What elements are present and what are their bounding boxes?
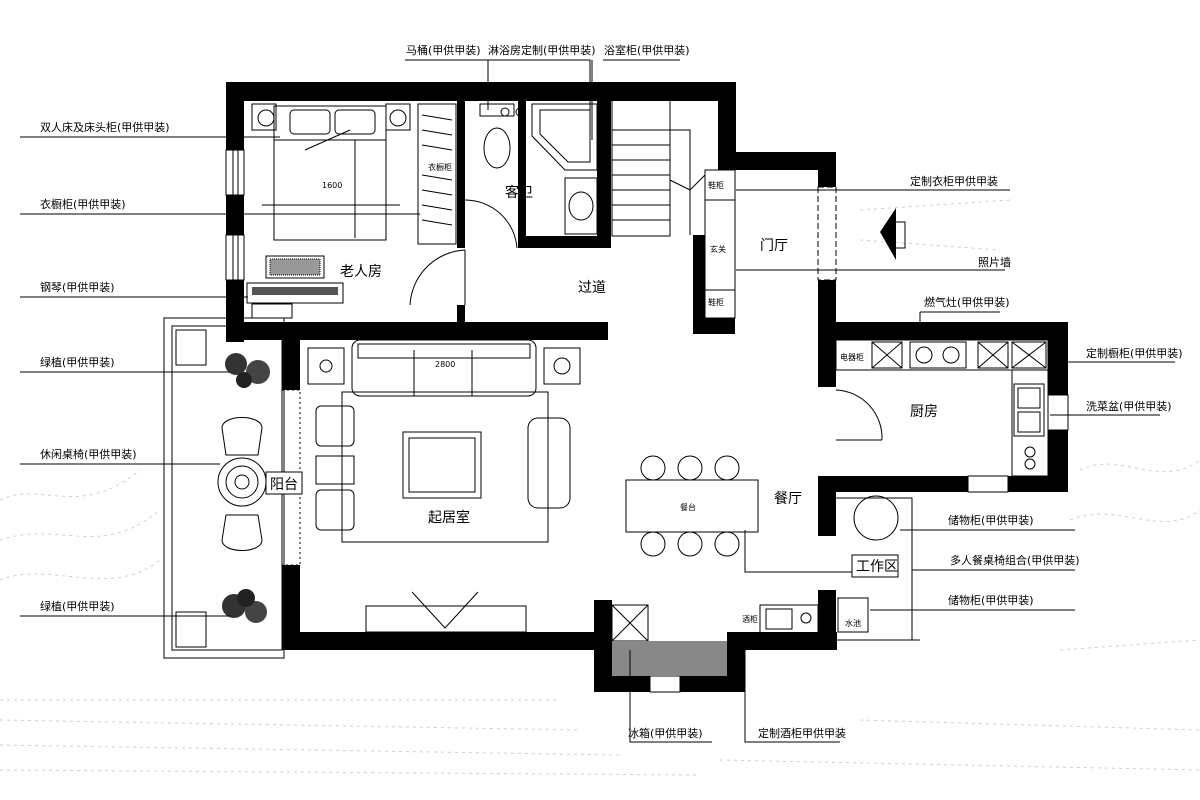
callout-wardrobe: 衣橱柜(甲供甲装) [40,197,126,211]
callout-storage-1: 储物柜(甲供甲装) [948,513,1034,527]
callout-bath-cabinet: 浴室柜(甲供甲装) [604,43,690,57]
callout-fridge: 冰箱(甲供甲装) [628,726,703,740]
entrance-arrow-icon [880,208,906,260]
callout-sink: 洗菜盆(甲供甲装) [1086,399,1172,413]
wine-label: 酒柜 [742,614,758,624]
bath-basin [564,177,598,235]
coffee-table [402,431,482,499]
room-elder-room: 老人房 [340,264,382,280]
room-corridor: 过道 [578,280,606,296]
entrance-label: 玄关 [710,244,726,254]
stove-icon [909,341,967,369]
callout-custom-wardrobe: 定制衣柜甲供甲装 [910,174,998,188]
callout-photo-wall: 照片墙 [978,255,1011,269]
staircase [611,99,706,237]
shoe-cabinet [704,169,736,319]
electric-box-label: 电器柜 [840,352,864,362]
background-hatching [0,199,1200,776]
room-foyer: 门厅 [760,238,788,254]
sofa [351,339,537,397]
room-guest-bath: 客卫 [505,184,533,201]
callout-storage-2: 储物柜(甲供甲装) [948,593,1034,607]
plant-top-icon [225,353,270,388]
callout-texts: 马桶(甲供甲装) 淋浴房定制(甲供甲装) 浴室柜(甲供甲装) 双人床及床头柜(甲… [40,43,1183,740]
callout-dining-set: 多人餐桌椅组合(甲供甲装) [950,553,1080,567]
bed-width-label: 1600 [322,181,342,190]
living-rug [341,391,549,543]
callout-custom-cabinet: 定制橱柜(甲供甲装) [1086,346,1183,360]
sofa-width-label: 2800 [435,360,455,369]
wardrobe-text: 衣橱柜 [428,162,452,172]
callout-plant-top: 绿植(甲供甲装) [40,355,115,369]
callout-leisure-table: 休闲桌椅(甲供甲装) [40,447,137,461]
shower-enclosure [531,103,598,171]
windows [225,149,1069,693]
piano [246,282,344,319]
room-living: 起居室 [428,509,470,526]
water-heater-label: 水池 [845,618,861,628]
room-kitchen: 厨房 [910,404,938,420]
double-bed [251,103,411,241]
bed-rug [265,255,325,279]
callout-piano: 钢琴(甲供甲装) [40,280,115,294]
callout-wine-cabinet: 定制酒柜甲供甲装 [758,726,846,740]
wardrobe-closet [417,103,457,245]
callout-double-bed: 双人床及床头柜(甲供甲装) [40,120,170,134]
work-area-furniture [836,495,920,641]
fridge-wine-area [611,604,819,676]
balcony-chairs [217,417,267,551]
dining-table-label: 餐台 [680,502,696,512]
doors-upper [409,199,518,306]
room-balcony: 阳台 [270,477,298,493]
side-tables [307,347,581,385]
room-work-area: 工作区 [856,559,898,575]
interior-leaders [744,530,860,573]
shoe-cabinet-label-1: 鞋柜 [708,180,724,190]
ottoman [527,417,571,509]
toilet [479,103,525,169]
room-dining: 餐厅 [774,491,802,507]
plant-bottom-icon [222,589,267,623]
kitchen-counter [835,339,1049,477]
shoe-cabinet-label-2: 鞋柜 [708,297,724,307]
callout-plant-bottom: 绿植(甲供甲装) [40,599,115,613]
callout-shower: 淋浴房定制(甲供甲装) [488,43,596,57]
armchairs [315,405,355,531]
kitchen-door [835,389,883,441]
callout-leaders [20,59,1175,743]
callout-toilet: 马桶(甲供甲装) [406,43,481,57]
sink-icon [1013,383,1045,470]
tv-cabinet [365,591,527,633]
dining-table [625,455,759,557]
callout-stove: 燃气灶(甲供甲装) [924,295,1010,309]
